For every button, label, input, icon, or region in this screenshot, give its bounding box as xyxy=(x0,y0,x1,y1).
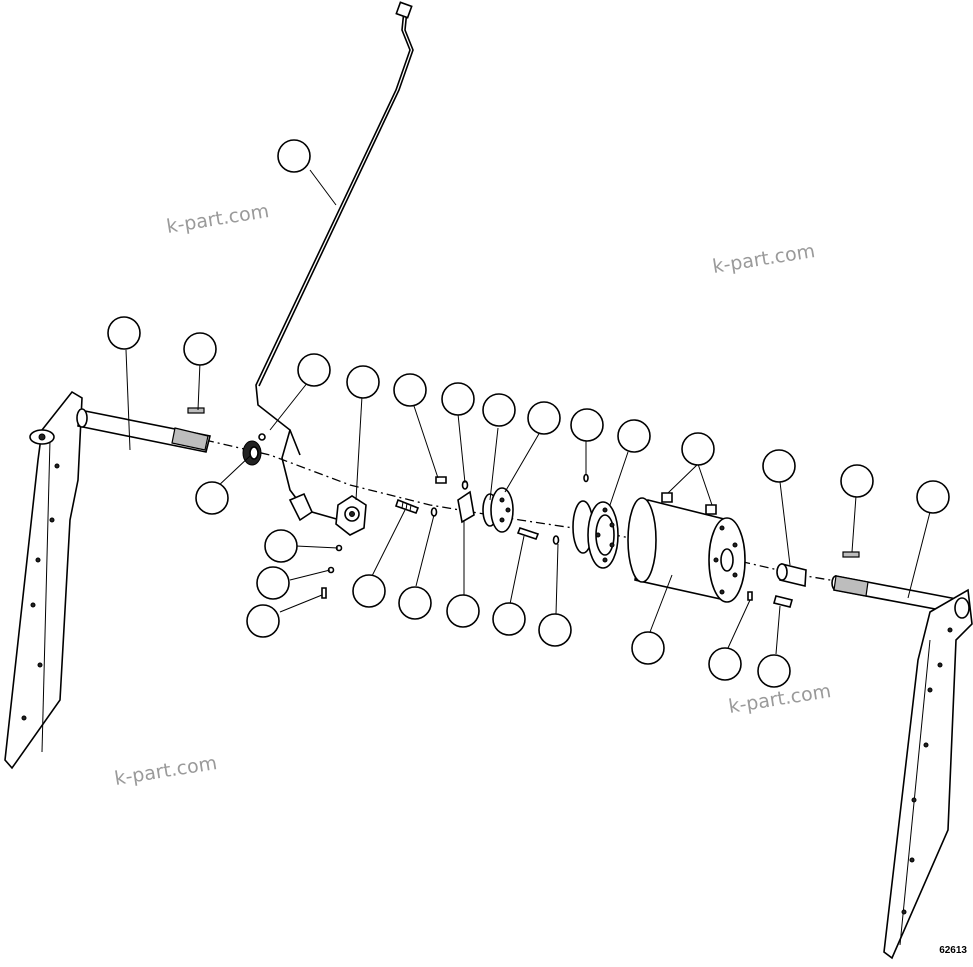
callout-balloon xyxy=(441,382,475,416)
figure-number: 62613 xyxy=(939,945,967,956)
callout-balloon xyxy=(264,529,298,563)
hub xyxy=(482,487,514,533)
right-key xyxy=(842,551,860,558)
sensor xyxy=(335,495,367,536)
callout-balloon xyxy=(183,332,217,366)
callout-balloon xyxy=(195,481,229,515)
left-key xyxy=(187,407,205,414)
callout-balloons xyxy=(107,139,950,688)
callout-balloon xyxy=(352,574,386,608)
callout-balloon xyxy=(538,613,572,647)
callout-balloon xyxy=(916,480,950,514)
callout-balloon xyxy=(708,647,742,681)
small-clip xyxy=(258,433,266,441)
callout-balloon xyxy=(107,316,141,350)
left-bracket xyxy=(4,390,83,770)
motor xyxy=(627,492,746,603)
callout-balloon xyxy=(398,586,432,620)
callout-balloon xyxy=(297,353,331,387)
callout-balloon xyxy=(482,393,516,427)
callout-balloon xyxy=(757,654,791,688)
callout-balloon xyxy=(246,604,280,638)
callout-balloon xyxy=(527,401,561,435)
right-shaft xyxy=(831,575,963,615)
callout-balloon xyxy=(570,408,604,442)
coupling xyxy=(572,500,619,569)
wire-harness xyxy=(255,9,411,521)
callout-balloon xyxy=(277,139,311,173)
callout-balloon xyxy=(393,373,427,407)
callout-balloon xyxy=(631,631,665,665)
left-shaft xyxy=(76,408,211,453)
callout-balloon xyxy=(492,602,526,636)
callout-balloon xyxy=(681,432,715,466)
callout-balloon xyxy=(346,365,380,399)
leader-lines xyxy=(125,169,931,655)
callout-balloon xyxy=(840,464,874,498)
bushing xyxy=(776,563,807,588)
callout-balloon xyxy=(256,566,290,600)
right-bracket xyxy=(883,588,973,960)
spacer xyxy=(457,490,475,524)
pin xyxy=(516,527,540,540)
assembly-axis xyxy=(204,439,861,586)
callout-balloon xyxy=(446,594,480,628)
callout-balloon xyxy=(617,419,651,453)
callout-balloon xyxy=(762,449,796,483)
